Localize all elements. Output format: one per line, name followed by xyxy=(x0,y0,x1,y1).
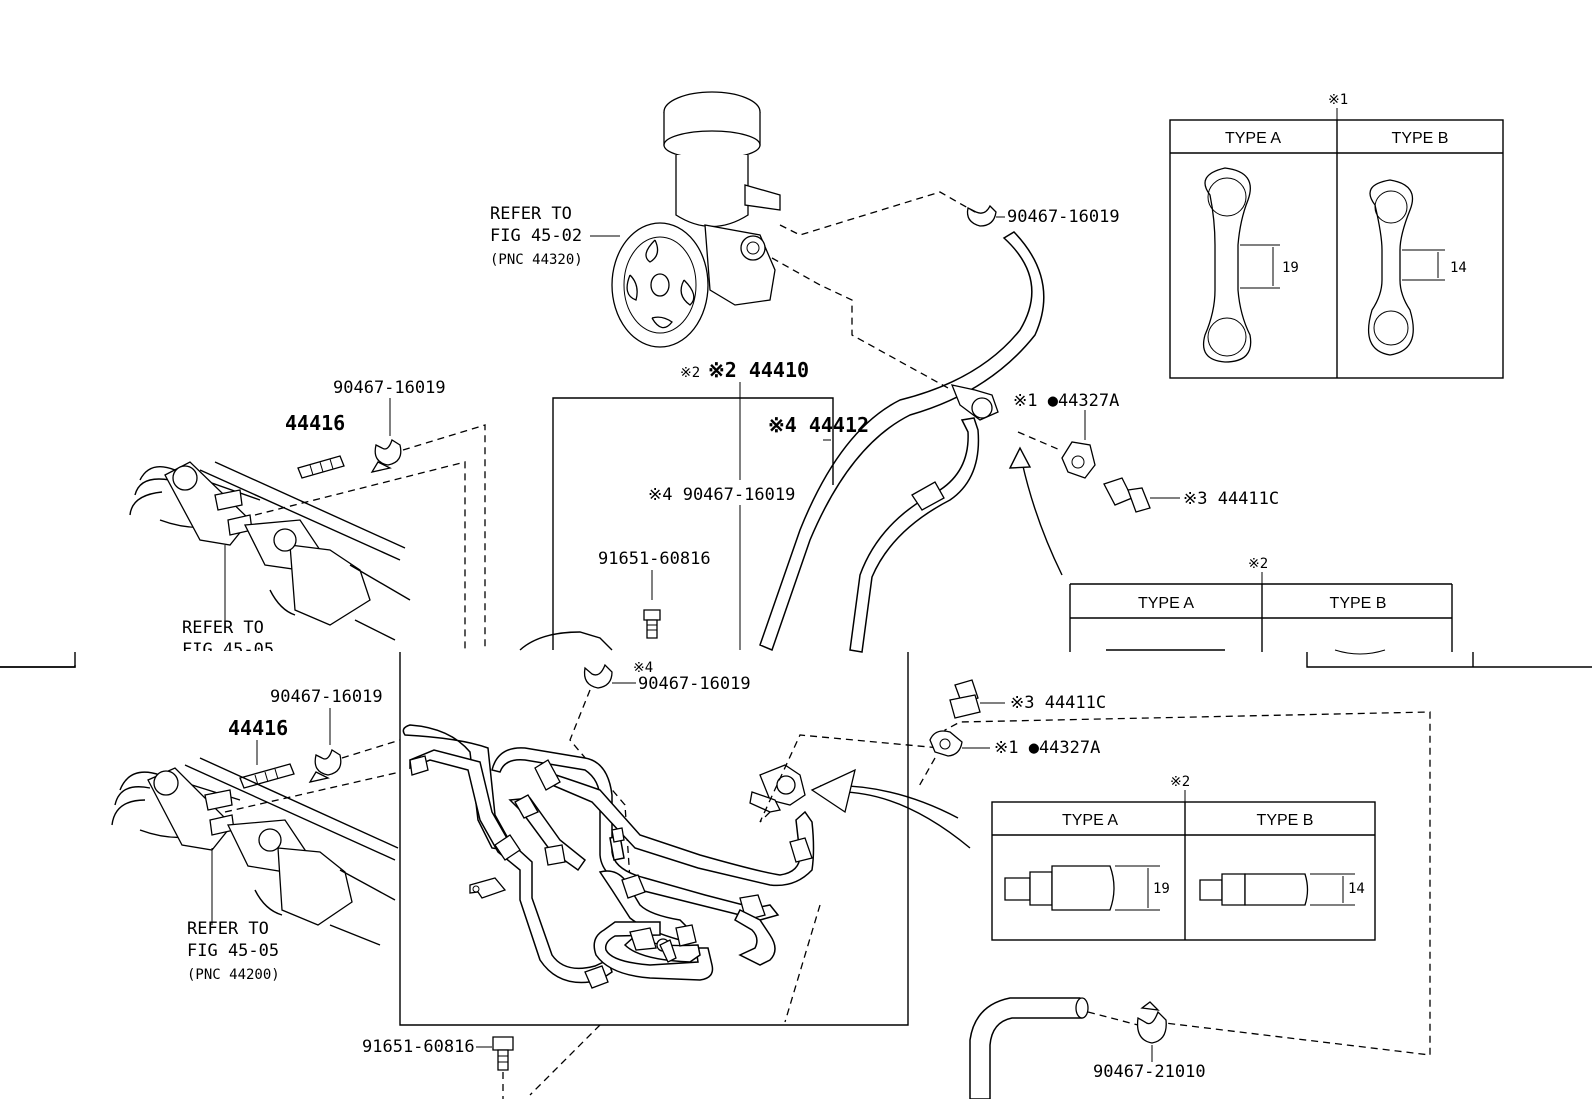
power-steering-pump xyxy=(611,91,781,348)
clamp-bottom xyxy=(1136,1001,1167,1044)
gasket-table-mark: ※1 xyxy=(1328,92,1348,108)
gasket-type-b-dim: 14 xyxy=(1450,260,1467,276)
bracket-lower xyxy=(469,877,507,899)
clamp-top xyxy=(966,204,997,227)
steering-gear-lower xyxy=(111,757,399,946)
bolt-lower-label: 91651-60816 xyxy=(362,1037,475,1057)
clamp-left-lower-label: 90467-16019 xyxy=(270,687,383,707)
hose-44412-label: ※4 44412 xyxy=(768,413,869,437)
clamp-4-lower xyxy=(583,663,613,689)
bolt-upper-label: 91651-60816 xyxy=(598,549,711,569)
svg-text:(PNC 44200): (PNC 44200) xyxy=(187,967,280,983)
svg-text:FIG 45-02: FIG 45-02 xyxy=(490,226,582,246)
gear-ref-upper-line1: REFER TO xyxy=(182,618,264,638)
clamp-4-upper-label: ※4 90467-16019 xyxy=(648,485,795,505)
hose-type-b-drawing: 14 xyxy=(1199,873,1365,906)
gear-ref-lower-line1: REFER TO xyxy=(187,919,269,939)
gasket-type-b-header: TYPE B xyxy=(1392,130,1449,147)
pressure-hose-fitting xyxy=(849,384,999,653)
hose-bottom-type-b-header: TYPE B xyxy=(1257,812,1314,829)
tube-upper-label: 44416 xyxy=(285,411,345,435)
tube-lower xyxy=(239,763,295,789)
clamp-bottom-label: 90467-21010 xyxy=(1093,1062,1206,1082)
pressure-fitting-lower xyxy=(749,764,813,863)
svg-text:(PNC 44320): (PNC 44320) xyxy=(490,252,583,268)
hose-type-table-top: ※2 TYPE A TYPE B xyxy=(1069,556,1453,655)
union-bolt-lower-label: ※3 44411C xyxy=(1010,693,1106,713)
hose-type-a-drawing: 19 xyxy=(1004,865,1170,911)
gasket-upper-label: ※1 ●44327A xyxy=(1013,391,1119,411)
tube-upper xyxy=(297,455,345,479)
hose-type-table-bottom: ※2 TYPE A TYPE B 19 14 xyxy=(991,774,1376,941)
hose-table-top-mark: ※2 xyxy=(1248,556,1268,572)
hose-assy-label: ※2 44410 xyxy=(708,358,809,382)
gasket-lower-label: ※1 ●44327A xyxy=(994,738,1100,758)
steering-gear-upper xyxy=(129,461,411,641)
clamp-left-upper-label: 90467-16019 xyxy=(333,378,446,398)
hose-assy-mark: ※2 xyxy=(680,365,700,381)
clamp-top-label: 90467-16019 xyxy=(1007,207,1120,227)
gasket-type-a-dim: 19 xyxy=(1282,260,1299,276)
clamp-left-lower xyxy=(308,749,342,783)
pump-ref-line2: FIG 45-02 xyxy=(490,226,582,246)
hose-top-type-a-header: TYPE A xyxy=(1138,595,1194,612)
hose-table-bottom-mark: ※2 xyxy=(1170,774,1190,790)
hose-type-b-dim: 14 xyxy=(1348,881,1365,897)
gasket-lower xyxy=(929,730,963,757)
gasket-type-table: ※1 TYPE A TYPE B 19 14 xyxy=(1169,92,1504,379)
union-bolt-upper-label: ※3 44411C xyxy=(1183,489,1279,509)
hose-bottom-type-a-header: TYPE A xyxy=(1062,812,1118,829)
svg-text:REFER TO: REFER TO xyxy=(490,204,572,224)
gasket-type-a-drawing: 19 xyxy=(1202,167,1299,363)
gear-ref-lower-pnc: (PNC 44200) xyxy=(187,967,280,983)
svg-text:REFER TO: REFER TO xyxy=(187,919,269,939)
clamp-left-upper xyxy=(370,439,402,473)
svg-text:FIG 45-05: FIG 45-05 xyxy=(187,941,279,961)
svg-text:REFER TO: REFER TO xyxy=(182,618,264,638)
pump-ref-pnc: (PNC 44320) xyxy=(490,252,583,268)
gear-ref-lower-line2: FIG 45-05 xyxy=(187,941,279,961)
bolt-lower xyxy=(492,1036,514,1071)
clamp-4-lower-label: 90467-16019 xyxy=(638,674,751,694)
return-hose-bottom xyxy=(969,997,1089,1099)
gasket-type-b-drawing: 14 xyxy=(1368,179,1467,356)
union-bolt-lower xyxy=(949,679,981,719)
hose-top-type-b-header: TYPE B xyxy=(1330,595,1387,612)
clamp-4-lower-mark: ※4 xyxy=(633,660,653,676)
gasket-type-a-header: TYPE A xyxy=(1225,130,1281,147)
hose-assy-lower xyxy=(402,724,815,989)
pump-ref-line1: REFER TO xyxy=(490,204,572,224)
hose-type-a-dim: 19 xyxy=(1153,881,1170,897)
tube-lower-label: 44416 xyxy=(228,716,288,740)
gasket-upper xyxy=(1061,441,1096,479)
union-bolt-upper xyxy=(1103,477,1151,513)
bolt-upper xyxy=(643,609,661,639)
